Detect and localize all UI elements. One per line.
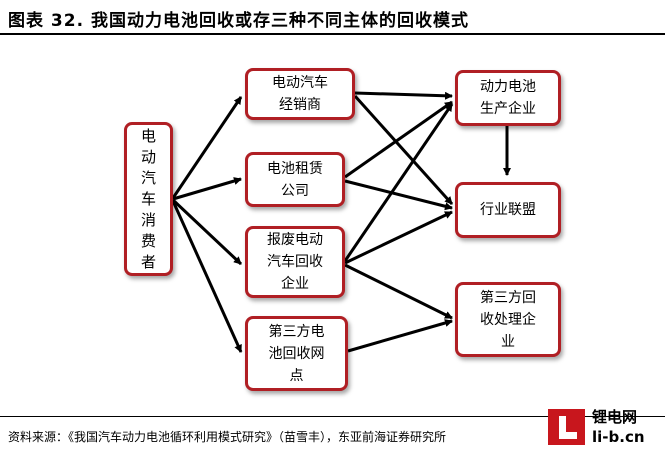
- thirdparty-processor-node: 第三方回 收处理企 业: [455, 282, 561, 357]
- scrap-recycler-node: 报废电动 汽车回收 企业: [245, 226, 345, 298]
- source-divider: [0, 416, 665, 417]
- dealer-node: 电动汽车 经销商: [245, 68, 355, 120]
- battery-manufacturer-node: 动力电池 生产企业: [455, 70, 561, 126]
- arrow-scrap-to-manufacturer: [343, 103, 454, 262]
- arrow-consumer-to-scrap: [171, 198, 243, 266]
- arrow-consumer-to-thirdparty-point: [171, 200, 243, 353]
- leasing-node: 电池租赁 公司: [245, 152, 345, 207]
- figure-title: 图表 32. 我国动力电池回收或存三种不同主体的回收模式: [8, 11, 469, 31]
- arrow-scrap-to-processor: [344, 263, 453, 320]
- logo-url: li-b.cn: [592, 428, 645, 446]
- consumer-node: 电 动 汽 车 消 费 者: [124, 122, 173, 276]
- title-divider: [0, 33, 665, 35]
- arrow-scrap-to-alliance: [344, 210, 453, 265]
- arrow-leasing-to-alliance: [344, 179, 453, 211]
- arrow-consumer-to-dealer: [171, 96, 243, 199]
- arrow-dealer-to-manufacturer: [354, 91, 453, 100]
- arrow-leasing-to-manufacturer: [344, 100, 453, 179]
- logo-name: 锂电网: [592, 408, 638, 426]
- arrow-thirdparty-point-to-processor: [347, 319, 453, 353]
- arrow-dealer-to-alliance: [353, 94, 454, 206]
- logo-icon: [548, 409, 585, 445]
- thirdparty-collection-point-node: 第三方电 池回收网 点: [245, 316, 348, 391]
- arrow-consumer-to-leasing: [172, 177, 242, 201]
- industry-alliance-node: 行业联盟: [455, 182, 561, 238]
- source-note: 资料来源：《我国汽车动力电池循环利用模式研究》（苗雪丰），东亚前海证券研究所: [8, 430, 447, 444]
